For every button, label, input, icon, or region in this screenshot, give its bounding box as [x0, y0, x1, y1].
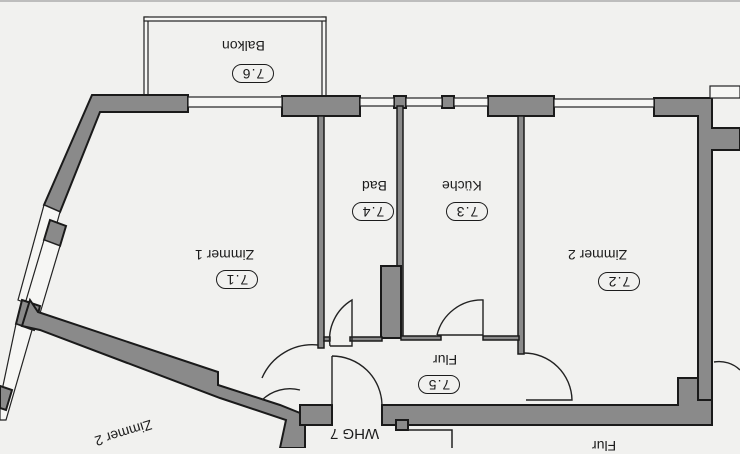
door-swings [261, 298, 740, 448]
balcony-outline [143, 16, 327, 98]
neighbor-room-flur: Flur [592, 438, 617, 454]
room-number-badge-7-4: 7.4 [352, 202, 394, 221]
room-name-zimmer-1: Zimmer 1 [195, 247, 255, 263]
room-number-badge-7-2: 7.2 [598, 272, 640, 291]
bottom-wall [299, 377, 713, 431]
room-number-badge-7-5: 7.5 [418, 375, 460, 394]
diagonal-wall [20, 297, 306, 448]
room-name-zimmer-2: Zimmer 2 [568, 247, 628, 263]
interior-walls [317, 105, 525, 355]
room-number-badge-7-6: 7.6 [232, 64, 274, 83]
room-number-badge-7-1: 7.1 [216, 270, 258, 289]
room-number-badge-7-3: 7.3 [446, 202, 488, 221]
room-name-kueche: Küche [442, 178, 482, 194]
top-exterior-wall [42, 85, 740, 401]
scan-edge [0, 0, 740, 2]
apartment-label: WHG 7 [330, 425, 380, 442]
room-name-balkon: Balkon [222, 38, 265, 54]
room-name-bad: Bad [362, 178, 387, 194]
room-name-flur: Flur [433, 352, 458, 368]
